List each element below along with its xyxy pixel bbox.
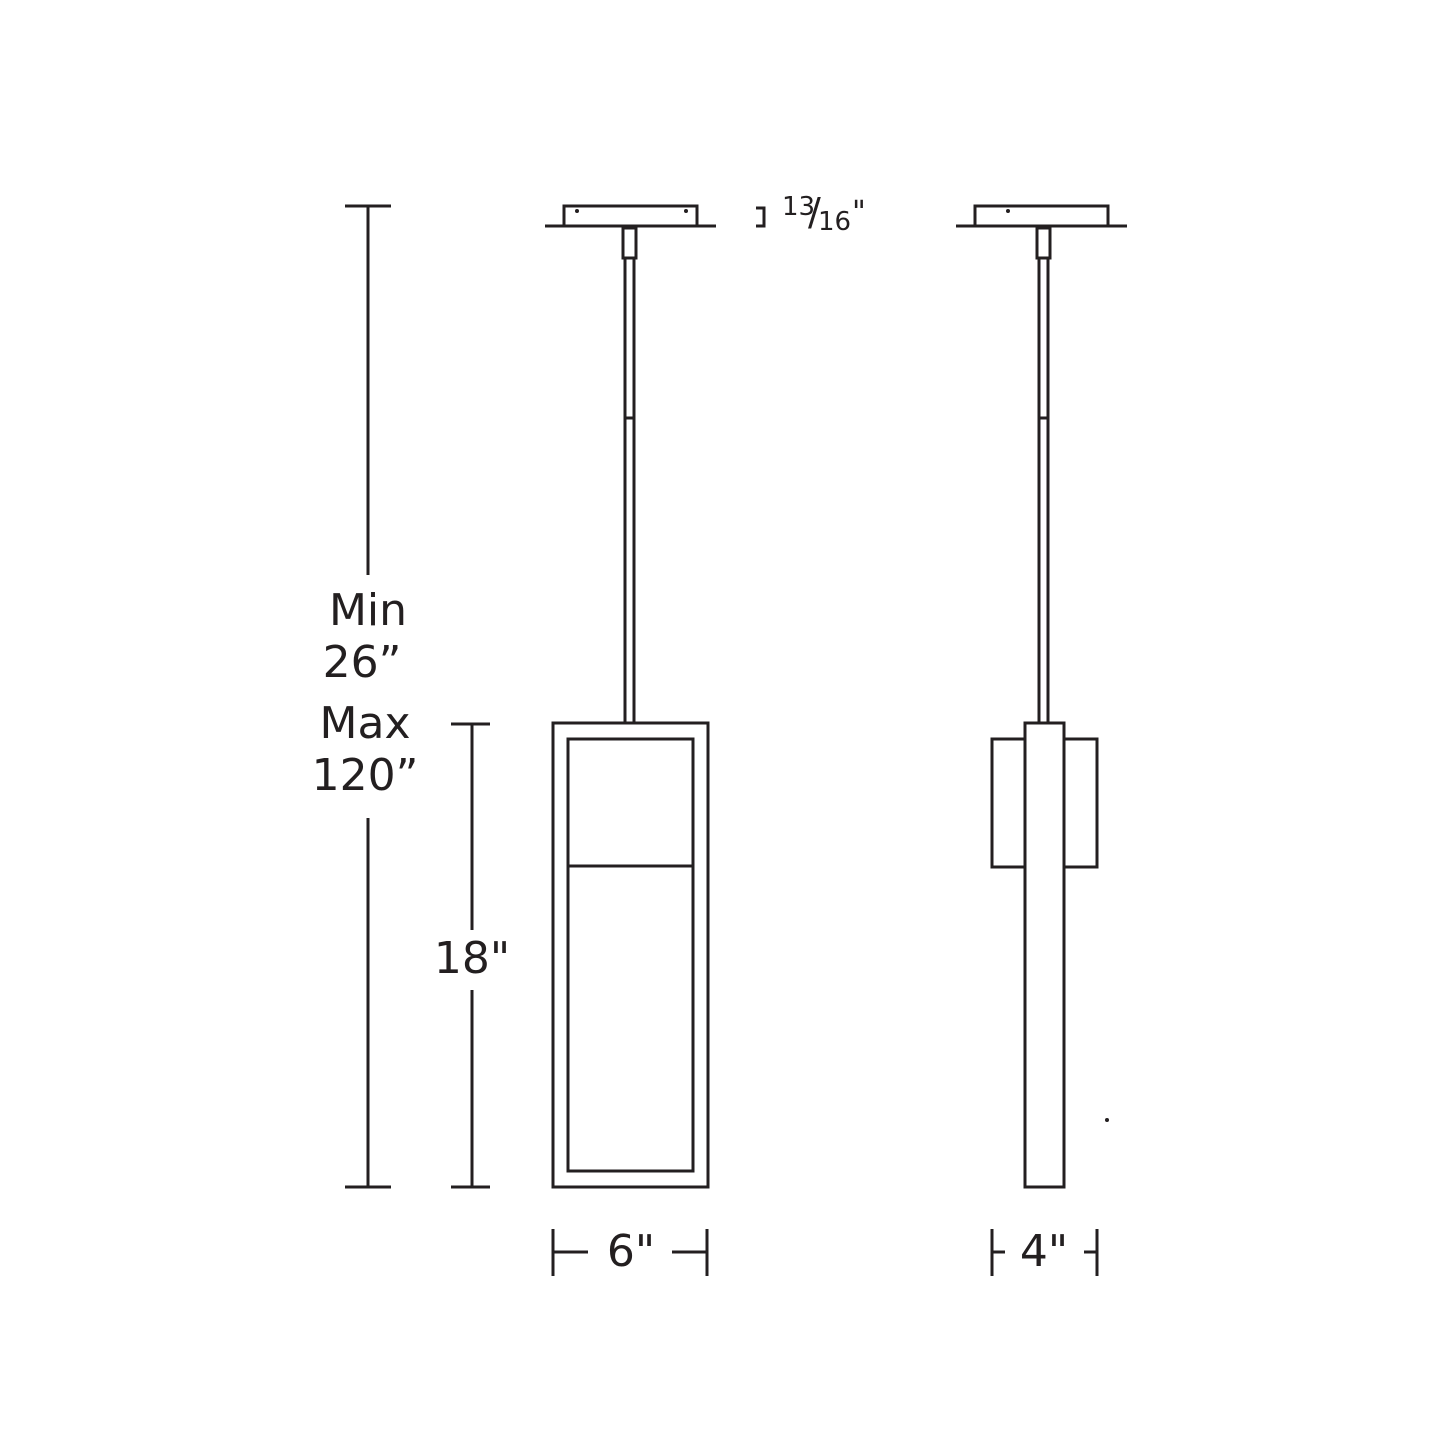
svg-text:26”: 26”: [323, 637, 402, 688]
canopy-height-label: 13 / 16 ": [782, 190, 866, 237]
side-stem-connector: [1035, 226, 1052, 260]
shade-height-label: 18": [434, 933, 510, 984]
stray-dot: [1105, 1118, 1109, 1122]
svg-text:Min: Min: [329, 585, 407, 636]
front-stem-connector: [621, 226, 638, 260]
side-canopy: [956, 204, 1127, 228]
front-view: [545, 204, 716, 1189]
svg-text:120”: 120”: [312, 750, 419, 801]
side-stem: [1037, 258, 1050, 722]
front-width-label: 6": [607, 1226, 655, 1277]
shade-height-dimension: [451, 722, 490, 1189]
side-housing: [990, 721, 1099, 1189]
front-shade: [551, 721, 710, 1189]
overall-height-label: Min 26” Max 120”: [312, 585, 419, 801]
side-width-label: 4": [1020, 1226, 1068, 1277]
svg-text:/: /: [808, 190, 821, 234]
svg-text:13: 13: [782, 192, 815, 222]
svg-text:Max: Max: [320, 698, 411, 749]
front-width-dimension: [551, 1229, 709, 1276]
front-stem: [623, 258, 636, 722]
canopy-height-dimension: [756, 206, 766, 228]
svg-text:16: 16: [818, 207, 851, 237]
front-canopy: [545, 204, 716, 228]
side-width-dimension: [990, 1229, 1099, 1276]
svg-text:": ": [852, 195, 866, 230]
overall-height-dimension: [345, 204, 391, 1189]
side-view: [956, 204, 1127, 1189]
